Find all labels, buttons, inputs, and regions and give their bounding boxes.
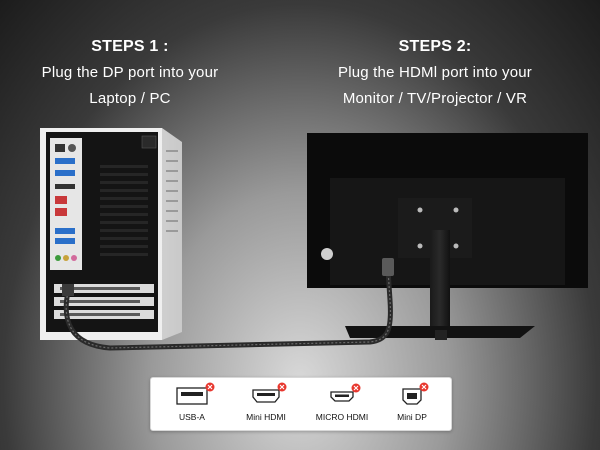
port-label: USB-A xyxy=(179,412,205,422)
step-2-line-2: Monitor / TV/Projector / VR xyxy=(342,90,528,107)
port-usb-a: USB-A xyxy=(157,378,227,430)
port-mini-dp: Mini DP xyxy=(377,378,447,430)
pc-tower-illustration xyxy=(40,128,182,340)
port-label: Mini DP xyxy=(397,412,427,422)
micro-hdmi-port-icon xyxy=(330,383,361,402)
step-1-line-2: Laptop / PC xyxy=(89,90,171,107)
step-1-title: STEPS 1 : xyxy=(91,38,169,55)
adapter-cable-illustration xyxy=(62,258,394,351)
step-2-instructions: STEPS 2: Plug the HDMl port into your Mo… xyxy=(300,34,570,112)
step-2-line-1: Plug the HDMl port into your xyxy=(337,64,532,81)
unsupported-ports-panel: USB-A Mini HDMI MICRO HDMI Mini DP xyxy=(150,377,452,431)
mini-dp-port-icon xyxy=(402,382,429,405)
port-label: Mini HDMI xyxy=(246,412,286,422)
port-micro-hdmi: MICRO HDMI xyxy=(307,378,377,430)
port-label: MICRO HDMI xyxy=(315,412,369,422)
step-2-title: STEPS 2: xyxy=(398,38,472,55)
mini-hdmi-port-icon xyxy=(252,382,287,403)
step-1-instructions: STEPS 1 : Plug the DP port into your Lap… xyxy=(10,34,250,112)
port-mini-hdmi: Mini HDMI xyxy=(231,378,301,430)
monitor-illustration xyxy=(307,133,588,340)
usb-a-port-icon xyxy=(176,382,215,405)
step-1-line-1: Plug the DP port into your xyxy=(41,64,219,81)
